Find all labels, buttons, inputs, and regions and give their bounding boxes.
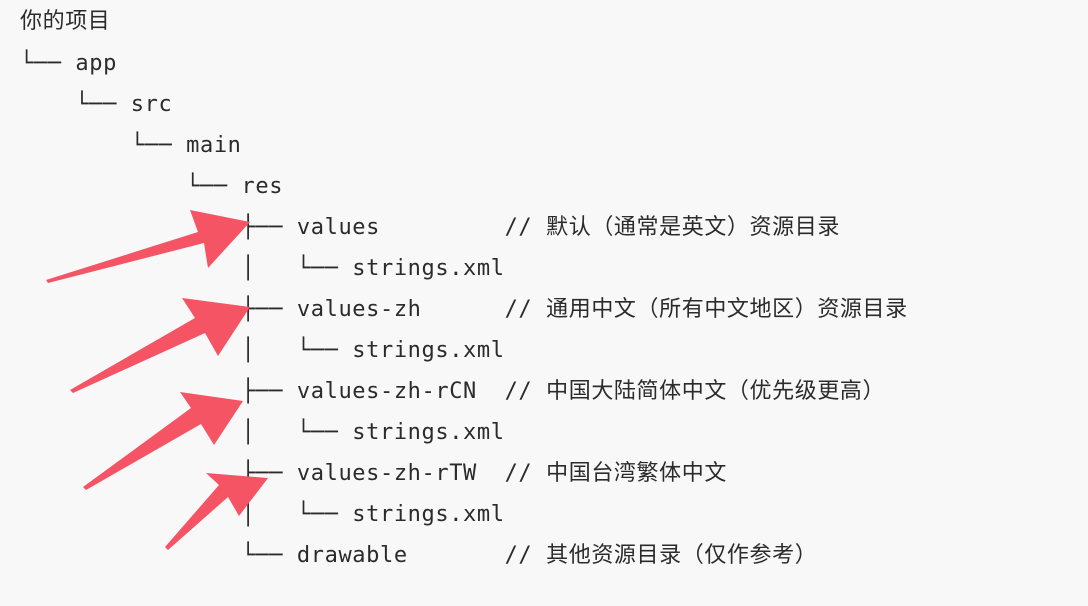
tree-root: 你的项目	[20, 9, 111, 34]
tree-item-drawable: └── drawable // 其他资源目录（仅作参考）	[20, 543, 818, 568]
tree-item-values: ├── values // 默认（通常是英文）资源目录	[20, 215, 840, 240]
tree-item-values-zh-rcn: ├── values-zh-rCN // 中国大陆简体中文（优先级更高）	[20, 379, 886, 404]
tree-item-values-zh: ├── values-zh // 通用中文（所有中文地区）资源目录	[20, 297, 908, 322]
tree-item-res: └── res	[20, 174, 284, 199]
tree-item-main: └── main	[20, 133, 242, 158]
tree-item-src: └── src	[20, 92, 173, 117]
tree-item-app: └── app	[20, 51, 117, 76]
tree-item-values-zh-rtw: ├── values-zh-rTW // 中国台湾繁体中文	[20, 461, 727, 486]
tree-item-strings-xml: │ └── strings.xml	[20, 338, 505, 363]
tree-item-strings-xml: │ └── strings.xml	[20, 256, 505, 281]
tree-item-strings-xml: │ └── strings.xml	[20, 502, 505, 527]
tree-item-strings-xml: │ └── strings.xml	[20, 420, 505, 445]
